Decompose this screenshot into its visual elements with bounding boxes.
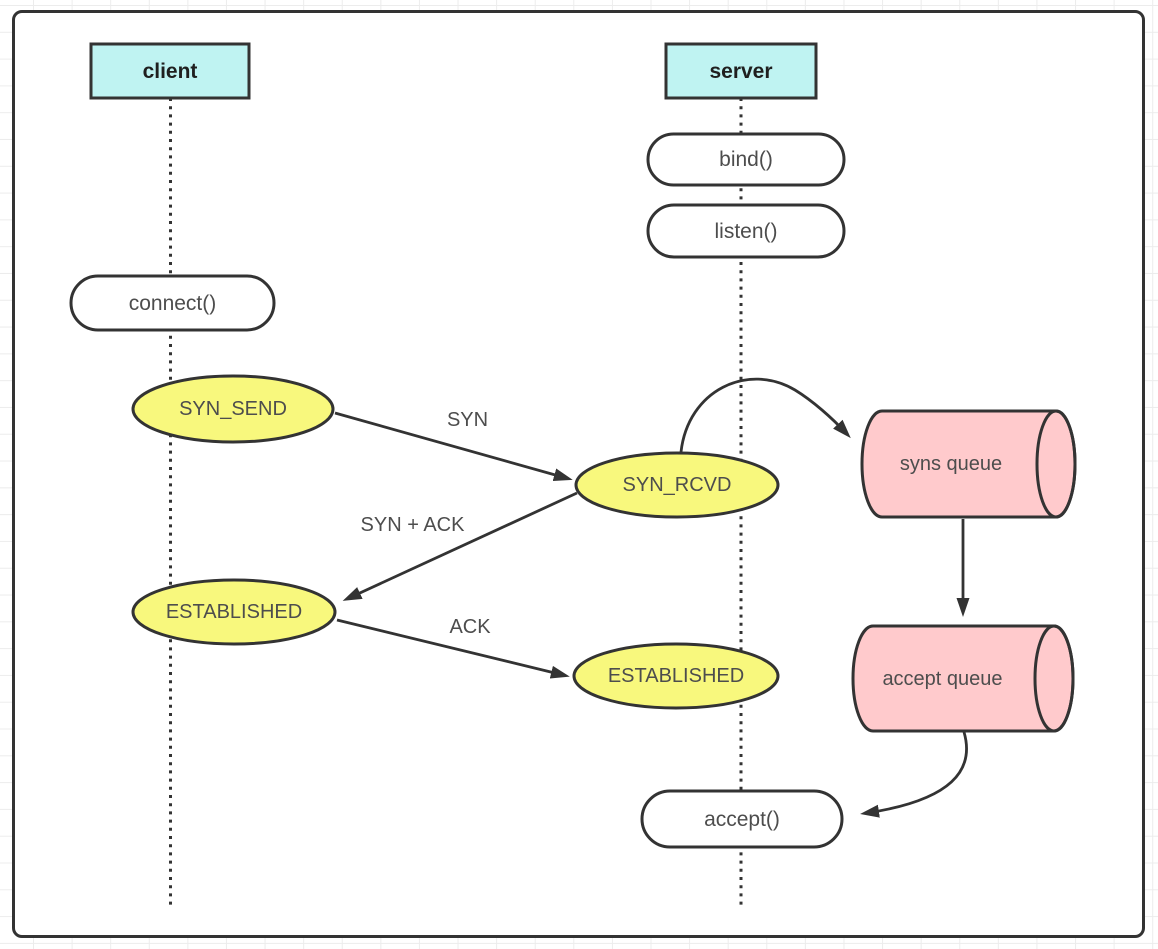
syn-ack-arrow — [342, 491, 578, 601]
listen-call-label: listen() — [714, 219, 778, 243]
accept-queue-to-accept-arrow — [860, 731, 968, 818]
syn-rcvd-state-label: SYN_RCVD — [622, 474, 732, 496]
established-server-state — [572, 642, 780, 710]
established-server-state-label: ESTABLISHED — [607, 665, 745, 687]
client-actor-label: client — [142, 59, 198, 83]
bind-call-box — [646, 132, 846, 187]
established-client-state-label: ESTABLISHED — [165, 601, 303, 623]
syn-rcvd-to-syns-queue-arrow — [679, 377, 851, 453]
syn-send-state — [131, 374, 335, 444]
listen-call-box — [646, 203, 846, 259]
syns-queue-label: syns queue — [899, 453, 1003, 475]
syns-queue-cylinder — [860, 409, 1077, 519]
client-actor-box — [89, 42, 251, 100]
established-client-state — [131, 578, 337, 646]
ack-arrow — [336, 618, 570, 679]
syn-send-state-label: SYN_SEND — [179, 398, 287, 420]
server-actor-box — [664, 42, 818, 100]
syn-arrow — [334, 411, 573, 482]
connect-call-label: connect() — [128, 291, 217, 315]
accept-call-label: accept() — [704, 807, 780, 831]
connect-call-box — [69, 274, 276, 332]
syn-ack-message-label: SYN + ACK — [360, 514, 465, 536]
ack-message-label: ACK — [449, 616, 491, 638]
bind-call-label: bind() — [719, 148, 773, 171]
accept-queue-cylinder — [851, 624, 1075, 733]
syn-rcvd-state — [574, 451, 780, 519]
accept-call-box — [640, 789, 844, 849]
accept-queue-label: accept queue — [882, 667, 1003, 690]
server-actor-label: server — [709, 59, 773, 83]
syn-message-label: SYN — [446, 409, 489, 431]
